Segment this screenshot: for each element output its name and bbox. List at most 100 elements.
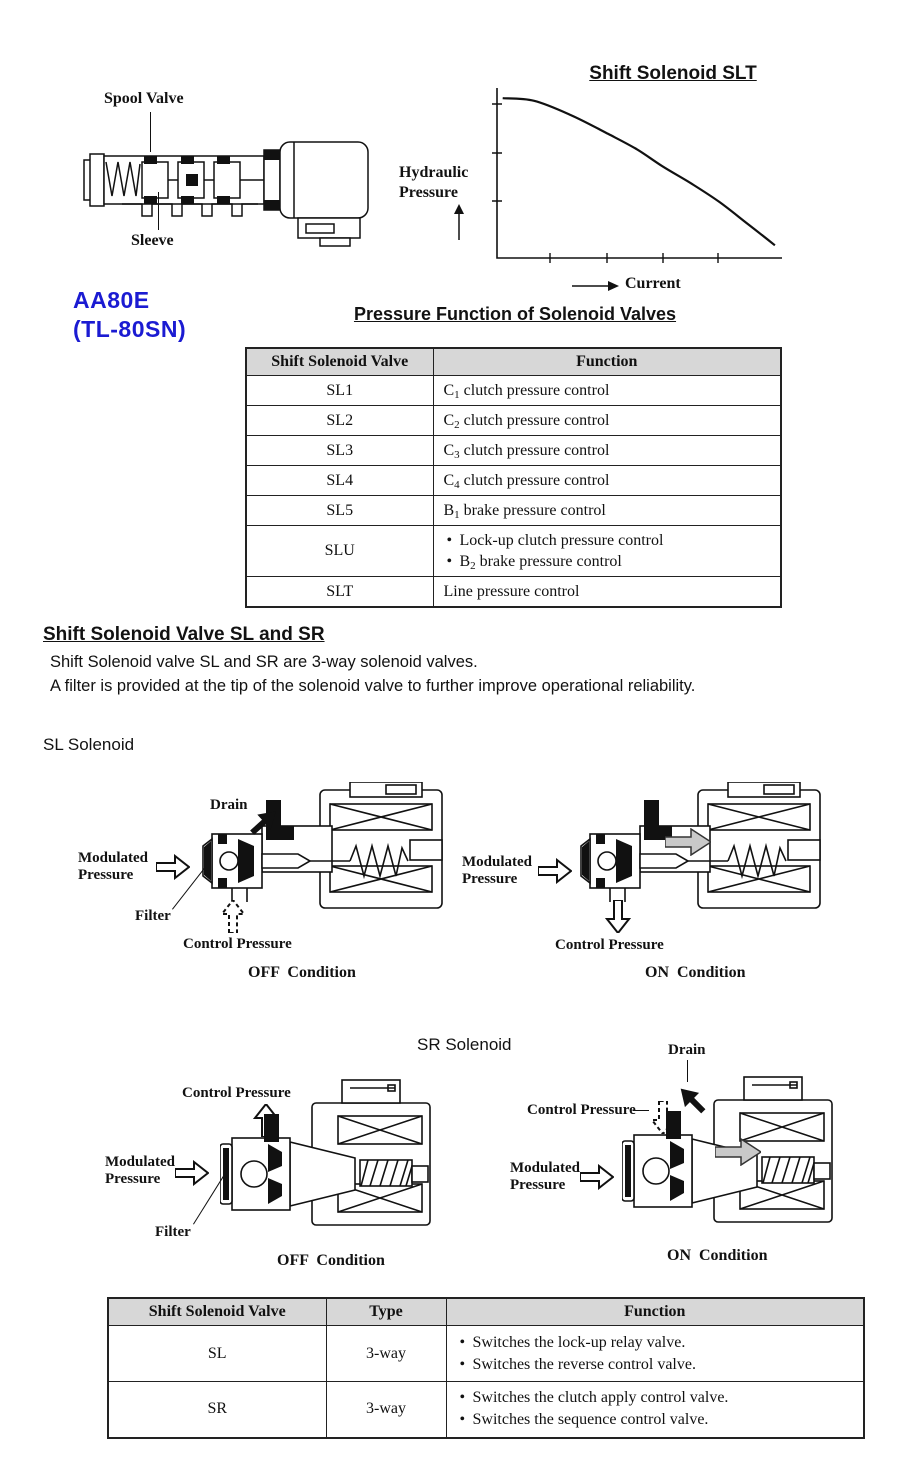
pressure-table-row: SLT Line pressure control [245,576,782,608]
valve-name-cell: SL2 [245,405,434,436]
sr-solenoid-label: SR Solenoid [417,1035,512,1054]
modulated-pressure-arrow-icon [156,855,190,879]
modulated-pressure-label: Modulated Pressure [462,854,533,887]
y-axis-up-arrow-icon [454,204,464,240]
sl-sr-section-heading: Shift Solenoid Valve SL and SR [43,624,325,645]
off-condition-caption: OFF Condition [248,964,356,981]
on-condition-caption: ON Condition [645,964,746,981]
valve-name-cell: SL3 [245,435,434,466]
type-table-header-row: Shift Solenoid Valve Type Function [107,1297,865,1326]
slt-curve [502,97,776,247]
flow-arrow-icon [715,1138,761,1166]
function-bullet-item: Switches the sequence control valve. [457,1409,854,1431]
slt-graph-title: Shift Solenoid SLT [589,63,757,84]
x-axis-right-arrow-icon [572,281,619,291]
pressure-table-title: Pressure Function of Solenoid Valves [353,304,677,324]
filter-label: Filter [135,908,171,924]
control-pressure-arrow-icon [606,900,630,933]
slt-plot [492,88,782,263]
modulated-pressure-arrow-icon [175,1161,209,1185]
model-badge: AA80E (TL-80SN) [73,286,186,344]
sleeve-label: Sleeve [131,232,174,249]
function-text: C4 clutch pressure control [443,472,610,491]
function-bullet-item: Switches the lock-up relay valve. [457,1332,854,1354]
off-condition-caption: OFF Condition [277,1252,385,1269]
function-cell: Line pressure control [432,576,782,608]
sl-off-diagram: Drain Modulated Pressure Filter Control … [70,778,450,983]
modulated-pressure-arrow-icon [538,859,572,883]
slt-y-axis-label: Hydraulic Pressure [399,164,469,201]
function-text: C1 clutch pressure control [443,382,610,401]
type-table-header-function: Function [445,1297,865,1326]
function-bullet-item: B2 brake pressure control [444,551,771,572]
model-name: AA80E [73,287,150,313]
sl-sr-body-line-2: A filter is provided at the tip of the s… [50,677,696,695]
valve-name-cell: SL1 [245,375,434,406]
type-table-header-type: Type [325,1297,447,1326]
sl-sr-body-line-1: Shift Solenoid valve SL and SR are 3-way… [50,653,478,671]
pressure-table-row: SL1 C1 clutch pressure control [245,375,782,406]
valve-name-cell: SR [107,1381,327,1438]
function-cell: C2 clutch pressure control [432,405,782,436]
control-pressure-label: Control Pressure [183,936,292,952]
function-cell: C4 clutch pressure control [432,465,782,496]
valve-name-cell: SL [107,1325,327,1382]
sleeve-leader-line [158,192,159,230]
function-text: C2 clutch pressure control [443,412,610,431]
spool-valve-label: Spool Valve [104,90,184,107]
function-cell: Lock-up clutch pressure controlB2 brake … [432,525,782,577]
valve-name-cell: SL4 [245,465,434,496]
function-cell: B1 brake pressure control [432,495,782,526]
spool-valve-figure [83,141,369,247]
control-pressure-leader-line [633,1110,649,1111]
pressure-function-table: Shift Solenoid Valve Function SL1 C1 clut… [245,347,782,608]
valve-name-cell: SLU [245,525,434,577]
model-alt-name: (TL-80SN) [73,316,187,342]
function-bullet-item: Switches the clutch apply control valve. [457,1387,854,1409]
function-text: Line pressure control [443,583,580,600]
pressure-table-header-function: Function [432,347,782,376]
control-pressure-label: Control Pressure [527,1102,636,1118]
modulated-pressure-label: Modulated Pressure [510,1160,581,1193]
modulated-pressure-arrow-icon [580,1165,614,1189]
type-table-header-valve: Shift Solenoid Valve [107,1297,327,1326]
function-text: C3 clutch pressure control [443,442,610,461]
modulated-pressure-label: Modulated Pressure [105,1154,176,1187]
control-pressure-label: Control Pressure [555,937,664,953]
function-bullet-item: Switches the reverse control valve. [457,1354,854,1376]
control-pressure-arrow-icon [221,900,245,933]
flow-arrow-icon [665,828,711,856]
pressure-table-row: SL5 B1 brake pressure control [245,495,782,526]
slt-x-axis-label: Current [625,275,681,292]
sl-solenoid-label: SL Solenoid [43,735,135,754]
function-cell: C1 clutch pressure control [432,375,782,406]
function-cell: Switches the lock-up relay valve.Switche… [445,1325,865,1382]
sr-off-diagram: Control Pressure Modulated Pressure Filt… [95,1076,485,1276]
pressure-table-row: SL4 C4 clutch pressure control [245,465,782,496]
valve-name-cell: SL5 [245,495,434,526]
type-table-row: SL3-waySwitches the lock-up relay valve.… [107,1325,865,1382]
function-cell: Switches the clutch apply control valve.… [445,1381,865,1438]
pressure-table-row: SLULock-up clutch pressure controlB2 bra… [245,525,782,577]
valve-type-cell: 3-way [325,1381,447,1438]
sl-on-diagram: Modulated Pressure Control Pressure ON C… [455,778,850,983]
pressure-table-header-valve: Shift Solenoid Valve [245,347,434,376]
function-text: B1 brake pressure control [443,502,606,521]
filter-label: Filter [155,1224,191,1240]
pressure-table-row: SL2 C2 clutch pressure control [245,405,782,436]
control-pressure-label: Control Pressure [182,1085,291,1101]
pressure-table-row: SL3 C3 clutch pressure control [245,435,782,466]
valve-name-cell: SLT [245,576,434,608]
pressure-table-header-row: Shift Solenoid Valve Function [245,347,782,376]
drain-arrow-icon [246,803,282,839]
function-cell: C3 clutch pressure control [432,435,782,466]
modulated-pressure-label: Modulated Pressure [78,850,149,883]
drain-label: Drain [210,797,248,813]
sr-on-diagram: Drain Control Pressure Modulated Pressur… [500,1040,895,1275]
on-condition-caption: ON Condition [667,1247,768,1264]
valve-type-cell: 3-way [325,1325,447,1382]
type-table-row: SR3-waySwitches the clutch apply control… [107,1381,865,1438]
drain-leader-line [687,1060,688,1082]
